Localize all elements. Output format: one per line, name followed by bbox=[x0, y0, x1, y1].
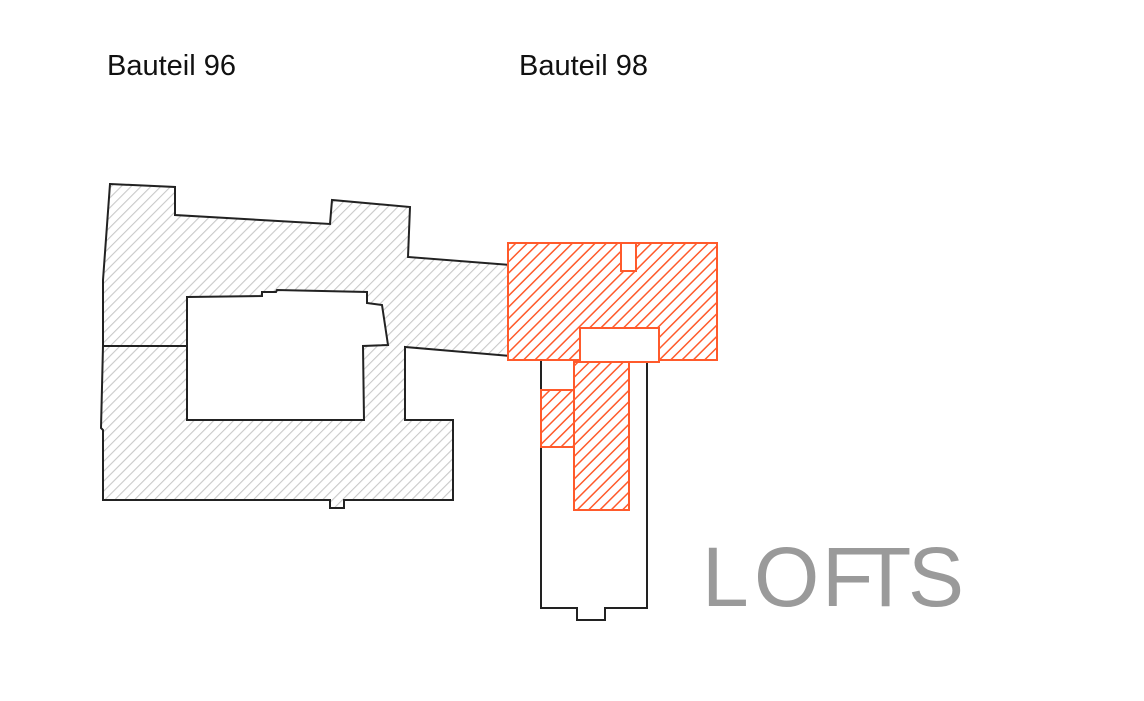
logo-letter-t: T bbox=[860, 530, 911, 624]
building-96 bbox=[99, 182, 511, 509]
highlighted-unit bbox=[507, 242, 718, 511]
highlight-chimney bbox=[620, 242, 637, 272]
building-96-outline bbox=[99, 182, 511, 509]
building-96-label: Bauteil 96 bbox=[107, 50, 236, 82]
building-98-label: Bauteil 98 bbox=[519, 50, 648, 82]
logo-letter-f: F bbox=[822, 530, 873, 624]
building-98 bbox=[507, 242, 718, 621]
lofts-logo: L O F T S bbox=[702, 530, 964, 624]
logo-letter-l: L bbox=[702, 530, 749, 624]
logo-letter-o: O bbox=[754, 530, 819, 624]
highlight-void bbox=[579, 327, 660, 363]
highlight-stair-block bbox=[573, 361, 630, 511]
highlight-side-block bbox=[540, 389, 575, 448]
logo-letter-s: S bbox=[908, 530, 964, 624]
